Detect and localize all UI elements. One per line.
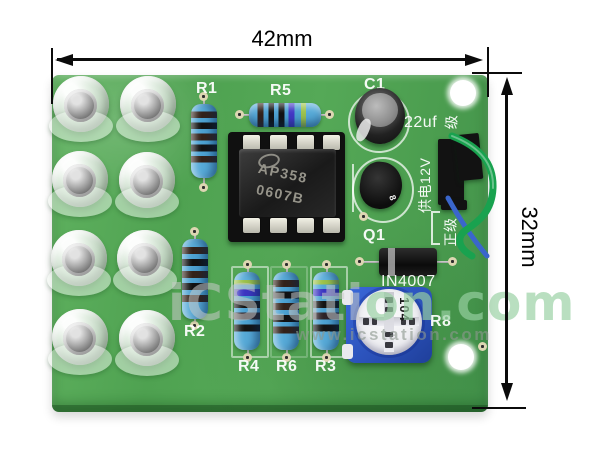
- extension-line-bottom: [472, 407, 526, 409]
- led: [115, 152, 179, 218]
- component-lead: [203, 176, 205, 186]
- solder-pad: [243, 353, 252, 362]
- led: [115, 310, 179, 376]
- arrowhead-up-icon: [501, 77, 513, 95]
- resistor-r5: [249, 103, 321, 127]
- trimmer-tick: [363, 318, 369, 325]
- solder-pad: [448, 257, 457, 266]
- solder-pad: [190, 227, 199, 236]
- component-lead: [286, 264, 288, 274]
- component-lead: [240, 114, 252, 116]
- resistor-r3: [313, 272, 339, 350]
- silkscreen-bracket: [431, 211, 440, 245]
- trimmer-tick: [385, 297, 393, 303]
- diode-band: [388, 248, 395, 276]
- power-connector-housing: [454, 132, 484, 182]
- watermark-part2: on: [364, 274, 437, 332]
- ic-pin: [297, 218, 314, 233]
- mounting-hole: [450, 80, 476, 106]
- label-r6: R6: [276, 358, 298, 375]
- mounting-hole: [448, 344, 474, 370]
- power-connector-base: [441, 200, 467, 210]
- height-dimension-line: [505, 93, 508, 385]
- height-dimension-label: 32mm: [517, 206, 542, 268]
- solder-pad: [190, 321, 199, 330]
- ic-chip-ap358: [239, 149, 336, 217]
- component-lead: [203, 95, 205, 107]
- ic-pin: [243, 218, 260, 233]
- extension-line-top: [472, 72, 522, 74]
- ic-pin: [270, 218, 287, 233]
- component-lead: [318, 114, 330, 116]
- solder-pad: [282, 353, 291, 362]
- label-power-cn: 供电12V: [417, 157, 433, 213]
- resistor-r4: [234, 272, 260, 350]
- silkscreen-q1-flat-edge: [352, 164, 354, 212]
- width-dimension-label: 42mm: [251, 26, 313, 51]
- label-r1: R1: [196, 80, 218, 97]
- watermark-part1: iCStati: [168, 274, 365, 332]
- label-r3: R3: [315, 358, 337, 375]
- ic-pin: [243, 135, 260, 150]
- solder-pad: [478, 342, 487, 351]
- arrowhead-right-icon: [465, 54, 483, 66]
- label-r8: R8: [430, 313, 452, 330]
- solder-pad: [199, 183, 208, 192]
- ic-pin: [323, 218, 340, 233]
- led: [48, 309, 112, 375]
- solder-pad: [282, 260, 291, 269]
- component-lead: [247, 264, 249, 274]
- led: [49, 76, 113, 142]
- label-cap-value: 22uf: [404, 114, 438, 131]
- trimmer-tab: [342, 290, 353, 305]
- label-positive-cn: 正级: [442, 217, 459, 247]
- solder-pad: [199, 92, 208, 101]
- component-lead: [194, 230, 196, 242]
- led: [113, 230, 177, 296]
- solder-pad: [325, 110, 334, 119]
- trimmer-tick: [385, 307, 393, 312]
- watermark-small: www.icstation.com: [296, 325, 492, 344]
- resistor-r6: [273, 272, 299, 350]
- trimmer-tick: [409, 318, 415, 325]
- label-q1: Q1: [363, 227, 386, 244]
- resistor-r1: [191, 104, 217, 178]
- extension-line-left: [51, 48, 53, 104]
- solder-pad: [322, 353, 331, 362]
- arrowhead-left-icon: [55, 54, 73, 66]
- led: [47, 230, 111, 296]
- component-lead: [326, 264, 328, 274]
- ic-pin: [270, 135, 287, 150]
- trimmer-tick: [385, 342, 393, 348]
- label-wire-cn: 级: [443, 114, 460, 130]
- resistor-r2: [182, 239, 208, 319]
- label-r2: R2: [184, 323, 206, 340]
- trimmer-slot-v: [384, 292, 394, 352]
- solder-pad: [355, 257, 364, 266]
- solder-pad: [322, 260, 331, 269]
- solder-pad: [235, 110, 244, 119]
- trimmer-tick: [385, 332, 393, 337]
- trimmer-tab: [342, 344, 353, 359]
- led: [116, 76, 180, 142]
- watermark-main: iCStation.com: [168, 274, 576, 332]
- led: [48, 151, 112, 217]
- label-r4: R4: [238, 358, 260, 375]
- trimmer-tick: [401, 318, 406, 325]
- trimmer-tick: [372, 318, 377, 325]
- ic-pin: [297, 135, 314, 150]
- label-r5: R5: [270, 82, 292, 99]
- width-dimension-line: [57, 58, 467, 61]
- arrowhead-down-icon: [501, 383, 513, 401]
- ic-pin: [323, 135, 340, 150]
- label-diode: IN4007: [381, 273, 436, 290]
- solder-pad: [243, 260, 252, 269]
- solder-pad: [359, 212, 368, 221]
